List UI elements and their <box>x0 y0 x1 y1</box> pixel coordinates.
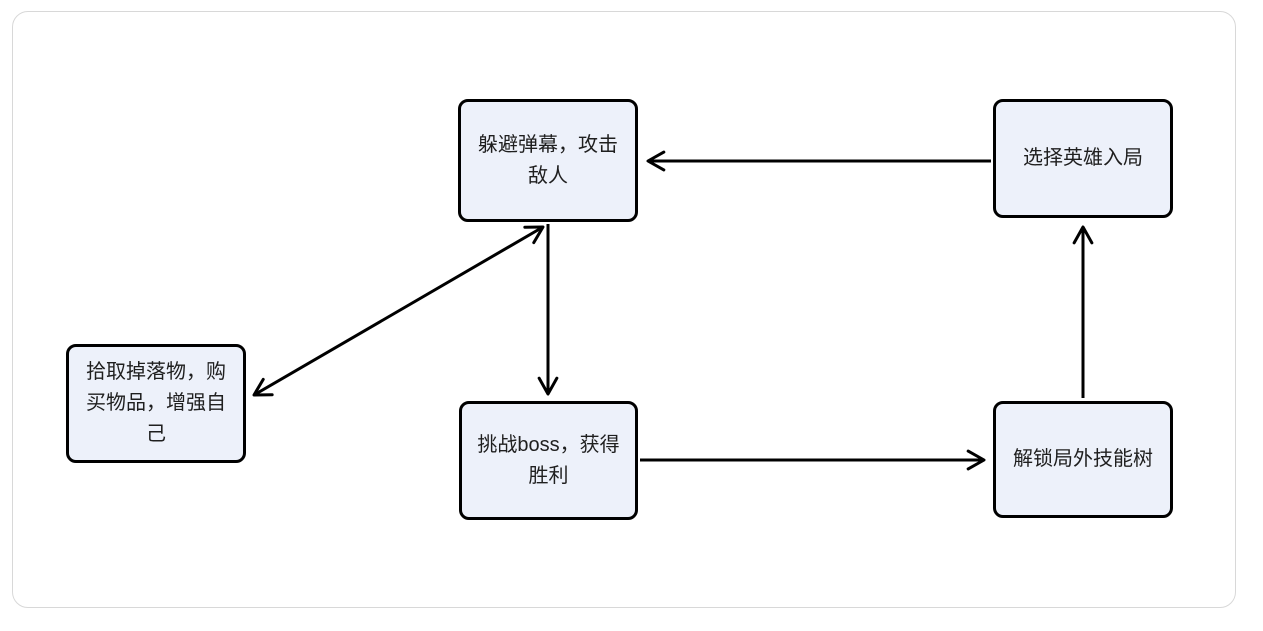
node-challenge-boss[interactable]: 挑战boss，获得胜利 <box>459 401 638 520</box>
node-label-dodge-attack: 躲避弹幕，攻击敌人 <box>478 133 618 187</box>
node-label-choose-hero: 选择英雄入局 <box>1023 147 1143 169</box>
node-label-challenge-boss: 挑战boss，获得胜利 <box>477 433 620 487</box>
node-label-pickup-items: 拾取掉落物，购买物品，增强自己 <box>86 361 226 445</box>
node-choose-hero[interactable]: 选择英雄入局 <box>993 99 1173 218</box>
node-pickup-items[interactable]: 拾取掉落物，购买物品，增强自己 <box>66 344 246 463</box>
node-label-unlock-skilltree: 解锁局外技能树 <box>1013 448 1153 470</box>
node-unlock-skilltree[interactable]: 解锁局外技能树 <box>993 401 1173 518</box>
node-dodge-attack[interactable]: 躲避弹幕，攻击敌人 <box>458 99 638 222</box>
edge-dodge-attack-pickup-items-bidirectional[interactable] <box>252 225 545 397</box>
